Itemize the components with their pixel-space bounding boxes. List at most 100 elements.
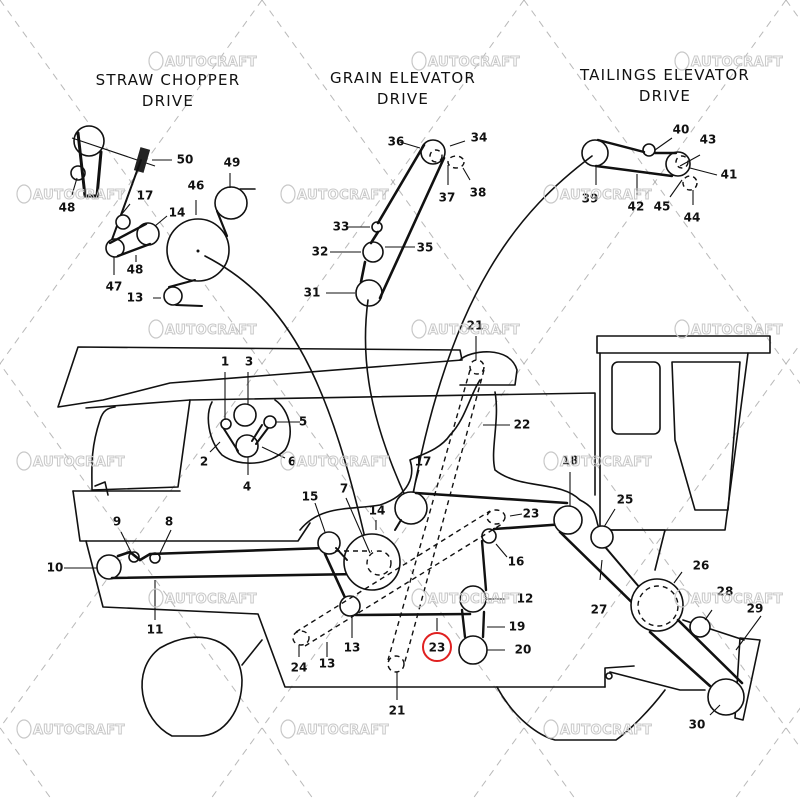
belt-2-6 (223, 424, 269, 452)
grain-elevator-title: GRAIN ELEVATOR DRIVE (330, 69, 476, 108)
watermark-text: AUTOCRAFT (691, 55, 783, 70)
watermark-text: AUTOCRAFT (165, 55, 257, 70)
watermark-logo-icon (16, 719, 32, 739)
belt-46 (108, 222, 152, 258)
pulley-14-center (196, 249, 200, 253)
pulley-14-main (343, 533, 401, 591)
part-callout-tailings-elevator: 41 (721, 168, 738, 182)
part-callout-grain-elevator: 32 (312, 245, 329, 259)
part-callout-main: 18 (562, 454, 579, 468)
belt-14-17 (215, 209, 229, 238)
watermark-text: AUTOCRAFT (33, 723, 125, 738)
watermark-text: AUTOCRAFT (297, 455, 389, 470)
watermark-logo-icon (543, 451, 559, 471)
sprocket-23-upper (486, 509, 506, 525)
grid-line (0, 0, 525, 729)
pulley-44-hidden (682, 175, 698, 191)
part-callout-main: 22 (514, 418, 531, 432)
watermark-logo-icon (148, 588, 164, 608)
part-callout-tailings-elevator: 44 (684, 211, 701, 225)
grid-line (523, 0, 800, 385)
part-callout-main: 13 (319, 657, 336, 671)
pulley-15 (317, 531, 341, 555)
pulley-30 (707, 678, 745, 716)
reference-curve-14 (204, 255, 371, 561)
elevator-head (459, 351, 518, 386)
grain-tank (57, 346, 463, 408)
part-callout-main: 26 (693, 559, 710, 573)
cab-door-window (671, 361, 741, 511)
grid-line (261, 0, 800, 749)
watermark-logo-icon (148, 51, 164, 71)
watermark-text: AUTOCRAFT (560, 188, 652, 203)
sprocket-21-bottom (387, 655, 405, 673)
watermark-text: AUTOCRAFT (297, 723, 389, 738)
part-callout-tailings-elevator: 40 (673, 123, 690, 137)
part-callout-main: 17 (415, 455, 432, 469)
part-callout-main: 8 (165, 515, 173, 529)
watermark-logo-icon (411, 588, 427, 608)
watermark-text: AUTOCRAFT (691, 592, 783, 607)
feeder-base (604, 665, 635, 688)
belt-26-30 (648, 630, 712, 688)
straw-chopper-title: STRAW CHOPPER DRIVE (96, 71, 240, 110)
main-drive (96, 359, 745, 716)
pulley-36-hidden (429, 149, 443, 163)
pulley-10 (96, 554, 122, 580)
part-callout-tailings-elevator: 45 (654, 200, 671, 214)
belt-upper-10-15 (116, 546, 327, 562)
belt-17-18 (414, 491, 569, 505)
watermark-text: AUTOCRAFT (297, 188, 389, 203)
part-callout-main: 13 (344, 641, 361, 655)
belt-42-upper (596, 138, 678, 155)
part-callout-tailings-elevator: 42 (628, 200, 645, 214)
part-callout-straw-chopper: 49 (224, 156, 241, 170)
grid-line (209, 0, 787, 800)
part-callout-grain-elevator: 33 (333, 220, 350, 234)
part-callout-straw-chopper: 13 (127, 291, 144, 305)
part-callout-straw-chopper: 50 (177, 153, 194, 167)
watermark-text: AUTOCRAFT (691, 323, 783, 338)
part-callout-main: 29 (747, 602, 764, 616)
tailings-elevator-title-line1: TAILINGS ELEVATOR (579, 66, 750, 84)
part-callout-grain-elevator: 35 (417, 241, 434, 255)
tailings-elevator-title-line2: DRIVE (639, 87, 691, 105)
part-callout-grain-elevator: 34 (471, 131, 488, 145)
pulley-7-hidden (366, 550, 392, 576)
belt-42-lower (594, 164, 674, 178)
part-callout-main: 2 (200, 455, 208, 469)
part-callout-grain-elevator: 38 (470, 186, 487, 200)
watermark-text: AUTOCRAFT (428, 55, 520, 70)
part-callout-main: 3 (245, 355, 253, 369)
straw-chopper-title-line2: DRIVE (142, 92, 194, 110)
belt-29 (676, 618, 744, 685)
part-callout-main: 14 (369, 504, 386, 518)
pulley-28 (689, 616, 711, 638)
grain-elevator-title-line1: GRAIN ELEVATOR (330, 69, 476, 87)
belt-12 (354, 612, 472, 617)
part-callout-main: 24 (291, 661, 308, 675)
pulley-31 (355, 279, 383, 307)
belt-chopper-main (109, 159, 142, 246)
watermark-logo-icon (411, 319, 427, 339)
pulley-25 (590, 525, 614, 549)
part-callout-main: 10 (47, 561, 64, 575)
pulley-26 (630, 578, 684, 632)
watermark-logo-icon (280, 451, 296, 471)
belt-13-18 (492, 522, 567, 531)
part-callout-main: 4 (243, 480, 251, 494)
watermark-logo-icon (280, 719, 296, 739)
watermark-logo-icon (543, 719, 559, 739)
tailings-elevator-drive (411, 138, 698, 501)
pulley-5 (263, 415, 277, 429)
watermark-text: AUTOCRAFT (165, 323, 257, 338)
part-callout-main: 12 (517, 592, 534, 606)
cylinder-pivot (605, 672, 613, 680)
pulley-16 (459, 585, 487, 613)
body-upper-line (85, 392, 596, 496)
part-callout-straw-chopper: 47 (106, 280, 123, 294)
part-callout-main: 21 (389, 704, 406, 718)
pulley-13-right (481, 528, 497, 544)
part-callout-main: 5 (299, 415, 307, 429)
